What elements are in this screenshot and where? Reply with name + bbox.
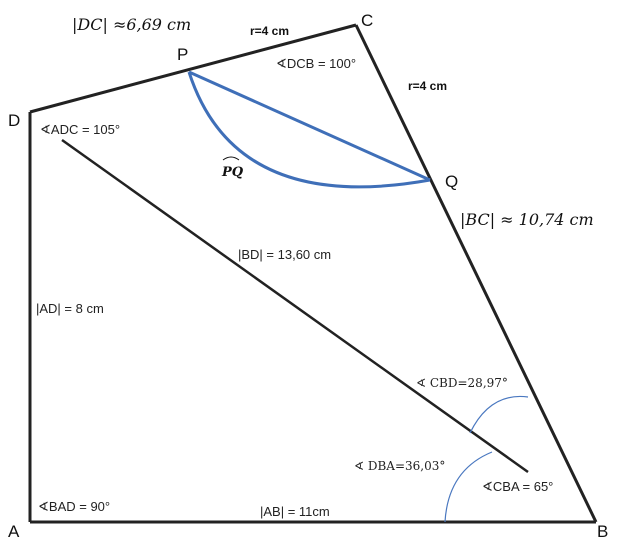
angle-adc-label: ∢ADC = 105° — [40, 122, 120, 137]
arc-pq-label: PQ — [221, 165, 244, 180]
point-c-label: C — [361, 11, 373, 30]
ad-length-label: |AD| = 8 cm — [36, 301, 104, 316]
point-d-label: D — [8, 111, 20, 130]
diagonal-bd — [61, 138, 529, 474]
point-a-label: A — [8, 522, 20, 541]
point-q-label: Q — [445, 172, 458, 191]
ab-length-label: |AB| = 11cm — [260, 504, 330, 519]
chord-pq — [188, 70, 431, 182]
bc-length-label: |BC| ≈ 10,74 cm — [460, 210, 594, 229]
angle-dba-label: ∢ DBA=36,03° — [354, 459, 445, 473]
arc-pq-label-hat — [222, 156, 240, 161]
point-b-label: B — [597, 522, 608, 541]
angle-cba-label: ∢CBA = 65° — [482, 479, 553, 494]
radius-side-label: r=4 cm — [408, 79, 447, 93]
radius-top-label: r=4 cm — [250, 24, 289, 38]
angle-dcb-label: ∢DCB = 100° — [276, 56, 356, 71]
bd-length-label: |BD| = 13,60 cm — [238, 247, 331, 262]
side-dc — [29, 23, 357, 114]
angle-arc-cbd — [469, 395, 529, 434]
side-cb — [354, 24, 598, 523]
angle-bad-label: ∢BAD = 90° — [38, 499, 110, 514]
angle-arc-dba — [444, 451, 493, 523]
dc-length-label: |DC| ≈6,69 cm — [72, 15, 191, 34]
angle-cbd-label: ∢ CBD=28,97° — [416, 376, 508, 390]
arc-pq — [187, 71, 431, 189]
point-p-label: P — [177, 45, 188, 64]
